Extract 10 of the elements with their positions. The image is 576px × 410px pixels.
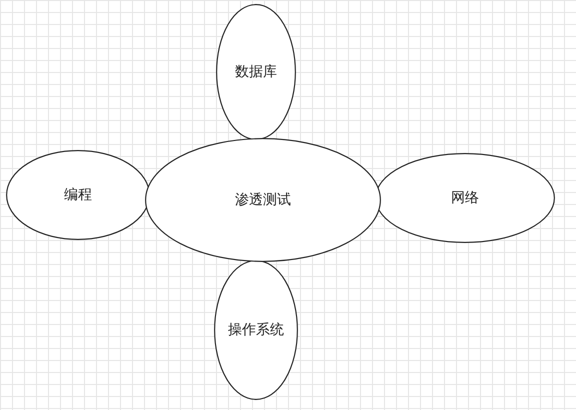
node-label: 数据库 bbox=[235, 63, 277, 81]
node-label: 渗透测试 bbox=[235, 191, 291, 209]
node-label: 网络 bbox=[451, 189, 479, 207]
ellipse bbox=[145, 138, 381, 262]
ellipse bbox=[216, 4, 296, 140]
ellipse bbox=[6, 150, 150, 240]
node-label: 操作系统 bbox=[228, 321, 284, 339]
ellipse bbox=[375, 153, 555, 243]
ellipse bbox=[214, 260, 298, 400]
node-label: 编程 bbox=[64, 186, 92, 204]
